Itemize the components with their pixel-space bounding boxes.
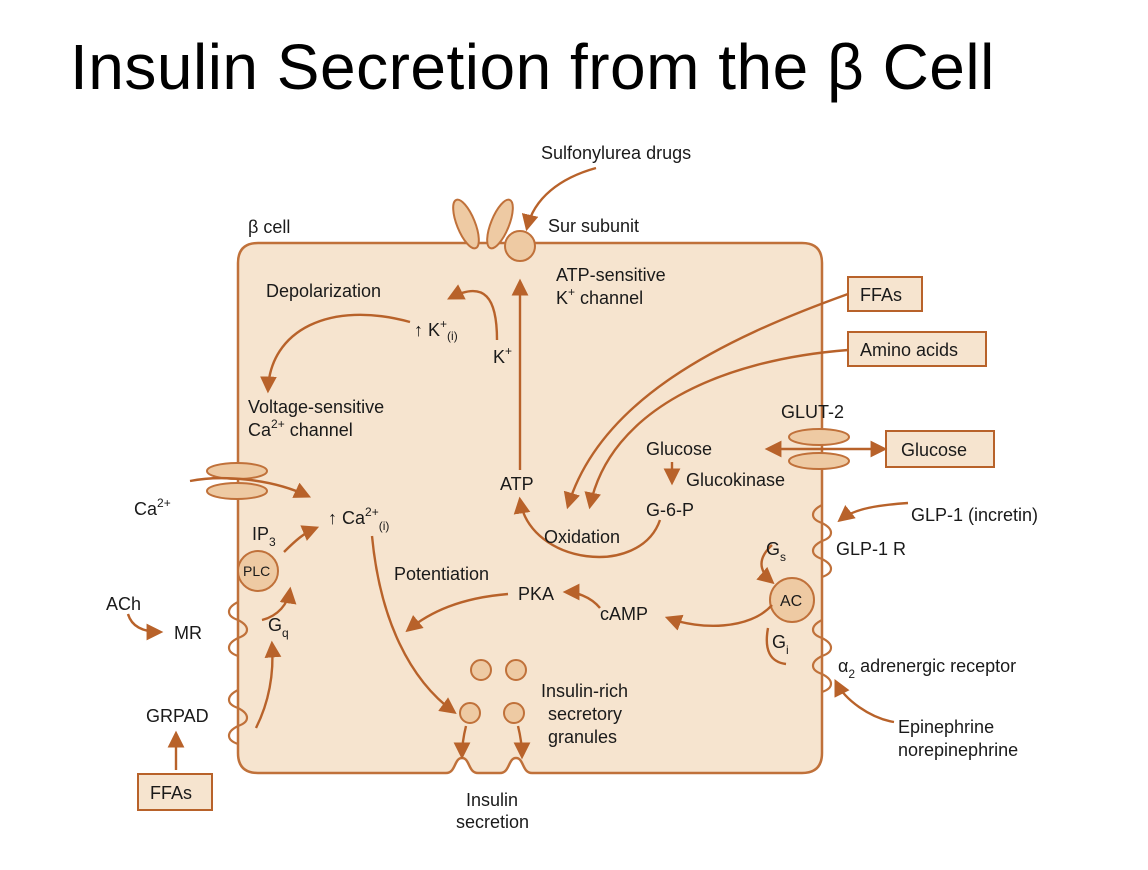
arrow-sulfonylurea	[521, 166, 597, 232]
arrow-pka-potentiation	[405, 592, 509, 633]
label-atp: ATP	[500, 474, 534, 494]
label-sur-subunit: Sur subunit	[548, 216, 639, 236]
insulin-granules	[459, 659, 527, 724]
label-epinephrine: Epinephrine	[898, 717, 994, 737]
arrow-mr-gq	[261, 586, 297, 622]
label-k-intracellular: ↑ K+(i)	[414, 317, 458, 343]
label-potentiation: Potentiation	[394, 564, 489, 584]
label-pka: PKA	[518, 584, 554, 604]
label-k-plus: K+	[493, 344, 512, 367]
label-granules-3: granules	[548, 727, 617, 747]
label-ach: ACh	[106, 594, 141, 614]
slide-title: Insulin Secretion from the β Cell	[70, 31, 995, 103]
label-sulfonylurea: Sulfonylurea drugs	[541, 143, 691, 163]
label-insulin-secretion-2: secretion	[456, 812, 529, 832]
label-glp1r: GLP-1 R	[836, 539, 906, 559]
label-gs: Gs	[766, 539, 786, 564]
arrow-ca-granules	[370, 535, 457, 714]
label-gq: Gq	[268, 615, 289, 640]
plc-circle	[237, 550, 279, 592]
cell-membrane	[236, 241, 824, 775]
arrow-plc-ca	[283, 525, 320, 553]
label-glucose-in: Glucose	[646, 439, 712, 459]
arrow-camp-pka	[562, 583, 601, 609]
ac-circle	[769, 577, 815, 623]
label-norepinephrine: norepinephrine	[898, 740, 1018, 760]
arrow-gi-ac	[765, 627, 787, 666]
arrow-k-loop	[447, 284, 499, 341]
glucose-out-box	[885, 430, 995, 468]
arrow-glp1	[837, 501, 909, 523]
label-glucokinase: Glucokinase	[686, 470, 785, 490]
arrow-ffas-oxidation	[563, 292, 849, 510]
ffas-top-box	[847, 276, 923, 312]
arrow-ca-in	[189, 477, 312, 498]
glp1-receptor-coil	[811, 504, 833, 579]
arrow-aminoacids-oxidation	[584, 348, 849, 510]
label-ffas-top: FFAs	[860, 285, 902, 305]
label-voltage-sensitive: Voltage-sensitive	[248, 397, 384, 417]
arrow-epinephrine	[834, 678, 895, 724]
label-amino-acids: Amino acids	[860, 340, 958, 360]
label-gi: Gi	[772, 632, 789, 657]
arrow-depolarization	[260, 313, 411, 394]
label-glp1: GLP-1 (incretin)	[911, 505, 1038, 525]
label-ca-channel: Ca2+ channel	[248, 417, 353, 440]
label-depolarization: Depolarization	[266, 281, 381, 301]
sur-subunit	[504, 230, 536, 262]
grpad-receptor-coil	[227, 689, 249, 746]
arrow-ac-camp	[664, 604, 773, 631]
arrow-ach	[126, 613, 164, 641]
label-glucose-out: Glucose	[901, 440, 967, 460]
label-glut2: GLUT-2	[781, 402, 844, 422]
ffas-bottom-box	[137, 773, 213, 811]
label-ffas-bottom: FFAs	[150, 783, 192, 803]
label-plc: PLC	[243, 563, 270, 579]
arrow-g6p-atp	[513, 496, 662, 559]
atp-k-channel	[452, 198, 536, 262]
label-g6p: G-6-P	[646, 500, 694, 520]
label-ac: AC	[780, 593, 802, 610]
label-ip3: IP3	[252, 524, 276, 549]
arrow-granule-left-out	[453, 725, 471, 760]
label-mr: MR	[174, 623, 202, 643]
label-beta-cell: β cell	[248, 217, 290, 237]
label-granules-2: secretory	[548, 704, 622, 724]
arrow-granule-right-out	[513, 725, 531, 760]
label-camp: cAMP	[600, 604, 648, 624]
alpha2-receptor-coil	[811, 619, 833, 694]
label-k-channel: K+ channel	[556, 285, 643, 308]
label-ca-intracellular: ↑ Ca2+(i)	[328, 505, 389, 533]
label-oxidation: Oxidation	[544, 527, 620, 547]
amino-acids-box	[847, 331, 987, 367]
arrow-grpad-gq	[254, 640, 282, 729]
arrow-gs-ac	[756, 544, 775, 585]
label-grpad: GRPAD	[146, 706, 209, 726]
label-granules-1: Insulin-rich	[541, 681, 628, 701]
label-alpha2-receptor: α2 adrenergic receptor	[838, 656, 1016, 681]
mr-receptor-coil	[227, 601, 249, 658]
label-insulin-secretion-1: Insulin	[466, 790, 518, 810]
label-ca-outside: Ca2+	[134, 496, 171, 519]
label-atp-sensitive: ATP-sensitive	[556, 265, 666, 285]
